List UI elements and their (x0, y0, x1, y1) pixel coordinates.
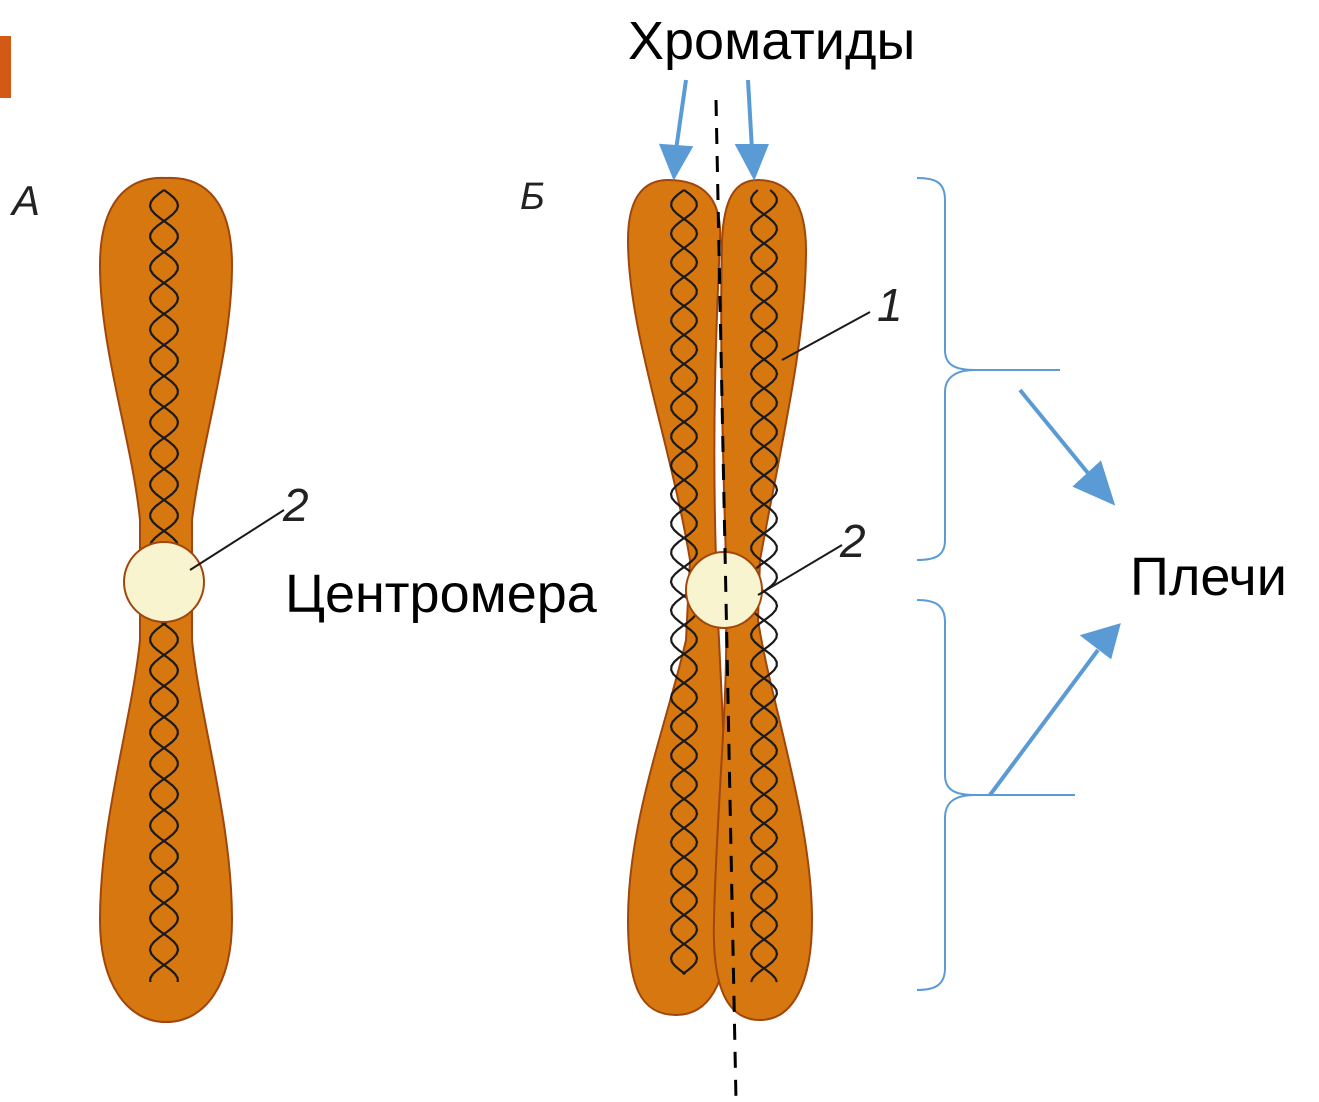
chromosome-a-marker-line (190, 510, 284, 570)
arrow-chromatid-left-head (662, 146, 690, 176)
chromosome-b (628, 100, 870, 1100)
b-marker-1: 1 (877, 282, 903, 328)
arrow-chromatid-right (748, 80, 752, 150)
lower-arm-brace (917, 600, 1075, 990)
chromatids-label: Хроматиды (628, 14, 915, 68)
arrow-upper-arm-head (1076, 464, 1112, 502)
figure-a-label: А (12, 180, 40, 222)
centromere-label: Центромера (285, 567, 597, 621)
figure-b-label: Б (520, 178, 545, 216)
arrow-upper-arm (1020, 390, 1092, 478)
chromosome-a-centromere (124, 542, 204, 622)
arrow-chromatid-right-head (738, 146, 766, 176)
arm-braces (917, 178, 1075, 990)
chromosome-b-marker-line-2 (758, 545, 842, 595)
arms-label: Плечи (1130, 550, 1287, 604)
arrow-lower-arm (990, 650, 1098, 795)
a-marker-2: 2 (283, 482, 309, 528)
arrow-chromatid-left (676, 80, 686, 150)
arrow-lower-arm-head (1084, 626, 1118, 656)
chromosome-a (100, 178, 284, 1022)
b-marker-2: 2 (840, 518, 866, 564)
upper-arm-brace (917, 178, 1060, 560)
